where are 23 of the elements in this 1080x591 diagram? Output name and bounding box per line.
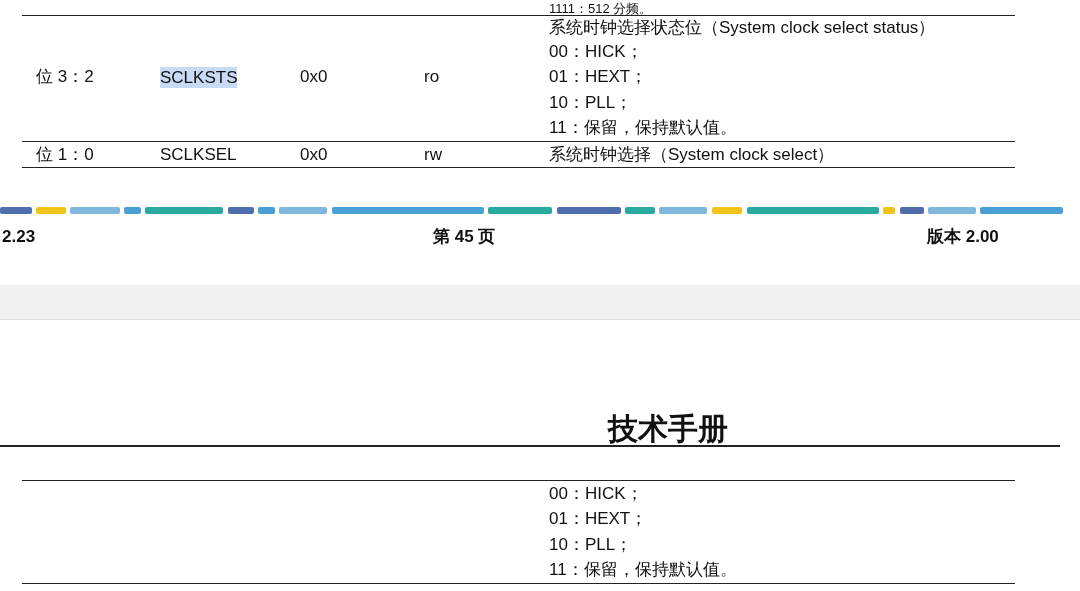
table-cell: 位 3：2	[36, 67, 94, 87]
table-cell: 系统时钟选择（System clock select）	[549, 145, 835, 165]
table-cell: 11：保留，保持默认值。	[549, 118, 737, 138]
table-cell: 00：HICK；	[549, 42, 643, 62]
table-cell: 系统时钟选择状态位（System clock select status）	[549, 18, 936, 38]
table-cell: 11：保留，保持默认值。	[549, 560, 737, 580]
table-cell: SCLKSEL	[160, 145, 237, 165]
table-cell: 0x0	[300, 67, 328, 87]
table-cell: 10：PLL；	[549, 93, 633, 113]
header-title: 技术手册	[608, 412, 728, 446]
page-number: 第 45 页	[433, 227, 496, 247]
version-text: 版本 2.00	[927, 227, 999, 247]
table-cell: ro	[424, 67, 440, 87]
table-cell: 位 1：0	[36, 145, 94, 165]
table-cell: 0x0	[300, 145, 328, 165]
table-cell: 1111：512 分频。	[549, 0, 653, 17]
table-cell: 01：HEXT；	[549, 509, 648, 529]
table-cell: 10：PLL；	[549, 535, 633, 555]
footer-text: 2.23	[2, 227, 36, 247]
table-cell: SCLKSTS	[160, 67, 238, 88]
table-cell: rw	[424, 145, 442, 165]
table-cell: 00：HICK；	[549, 484, 643, 504]
table-cell: 01：HEXT；	[549, 67, 648, 87]
